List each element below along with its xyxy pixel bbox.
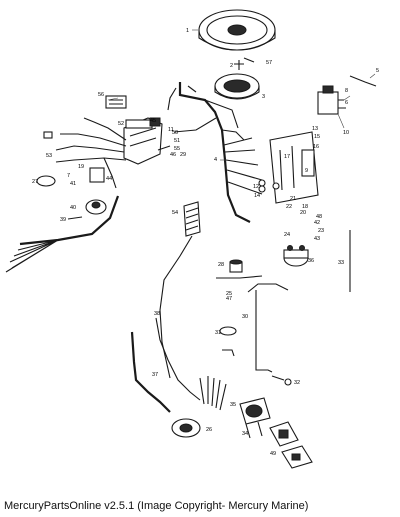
callout-21: 21 — [290, 196, 296, 202]
starter-cable — [247, 283, 289, 373]
callout-30: 30 — [242, 314, 248, 320]
switch-bezel — [269, 421, 299, 447]
ground-wire — [349, 75, 377, 87]
callout-31: 31 — [215, 330, 221, 336]
callout-34: 34 — [242, 431, 248, 437]
screw-57 — [243, 57, 255, 63]
image-caption: MercuryPartsOnline v2.5.1 (Image Copyrig… — [4, 500, 309, 512]
main-wiring-harness — [167, 82, 263, 223]
callout-22: 22 — [286, 204, 292, 210]
callout-13: 13 — [312, 126, 318, 132]
callout-17: 17 — [284, 154, 290, 160]
choke-solenoid — [171, 418, 201, 438]
callout-50: 50 — [172, 130, 178, 136]
starter-solenoid — [283, 245, 309, 267]
callout-8: 8 — [345, 88, 348, 94]
ignition-coil-pack — [123, 117, 163, 165]
callout-27: 27 — [32, 179, 38, 185]
ignition-switch — [239, 397, 271, 439]
callout-11: 11 — [168, 127, 174, 133]
flywheel — [198, 9, 276, 51]
callout-44: 44 — [106, 176, 112, 182]
callout-28: 28 — [218, 262, 224, 268]
wire-11 — [173, 117, 217, 133]
callout-40: 40 — [70, 205, 76, 211]
wire-fan — [199, 376, 227, 411]
callout-37: 37 — [152, 372, 158, 378]
clip-14 — [222, 349, 235, 357]
callout-41: 41 — [70, 181, 76, 187]
callout-3: 3 — [262, 94, 265, 100]
callout-14: 14 — [254, 193, 260, 199]
callout-24: 24 — [284, 232, 290, 238]
callout-12: 12 — [253, 184, 259, 190]
callout-7: 7 — [67, 173, 70, 179]
callout-leaders — [107, 29, 376, 161]
callout-45: 45 — [150, 118, 156, 124]
callout-23: 23 — [318, 228, 324, 234]
callout-19: 19 — [78, 164, 84, 170]
callout-32: 32 — [294, 380, 300, 386]
wiring-parts-diagram: 1 2 3 4 5 6 7 8 9 10 11 12 13 14 15 16 1… — [5, 9, 379, 469]
rectifier — [317, 85, 346, 115]
control-harness — [130, 331, 171, 413]
callout-35: 35 — [230, 402, 236, 408]
callout-33: 33 — [338, 260, 344, 266]
starter-button — [85, 199, 107, 215]
callout-43: 43 — [314, 236, 320, 242]
stator-screw — [234, 60, 244, 70]
clamp-31 — [219, 326, 237, 336]
callout-4: 4 — [214, 157, 217, 163]
plug-boot — [36, 175, 56, 187]
callout-52: 52 — [118, 121, 124, 127]
callout-54: 54 — [172, 210, 178, 216]
callout-9: 9 — [305, 168, 308, 174]
callout-15: 15 — [314, 134, 320, 140]
callout-42: 42 — [314, 220, 320, 226]
callout-48: 48 — [316, 214, 322, 220]
callout-38: 38 — [154, 311, 160, 317]
callout-29: 29 — [180, 152, 186, 158]
callout-53: 53 — [46, 153, 52, 159]
callout-25: 25 — [226, 291, 232, 297]
warning-decal — [105, 95, 127, 109]
callout-18: 18 — [302, 204, 308, 210]
callout-1: 1 — [186, 28, 189, 34]
callout-36: 36 — [308, 258, 314, 264]
callout-56: 56 — [98, 92, 104, 98]
spacer-28 — [229, 259, 243, 273]
stator — [214, 73, 260, 100]
switch-box-bracket — [269, 131, 319, 204]
terminal-connectors — [258, 179, 280, 193]
callout-numbers: 1 2 3 4 5 6 7 8 9 10 11 12 13 14 15 16 1… — [32, 28, 379, 457]
callout-55: 55 — [174, 146, 180, 152]
terminal-block — [159, 201, 201, 379]
callout-49: 49 — [270, 451, 276, 457]
callout-20: 20 — [300, 210, 306, 216]
terminal-32 — [271, 375, 292, 386]
callout-46: 46 — [170, 152, 176, 158]
tach-harness — [155, 317, 201, 401]
mounting-plate — [281, 445, 313, 469]
spark-plug-leads — [43, 117, 127, 189]
callout-10: 10 — [343, 130, 349, 136]
callout-5: 5 — [376, 68, 379, 74]
callout-39: 39 — [60, 217, 66, 223]
callout-16: 16 — [313, 144, 319, 150]
callout-51: 51 — [174, 138, 180, 144]
callout-57: 57 — [266, 60, 272, 66]
callout-6: 6 — [345, 100, 348, 106]
callout-47: 47 — [226, 296, 232, 302]
callout-26: 26 — [206, 427, 212, 433]
cable-29 — [216, 275, 263, 279]
callout-2: 2 — [230, 63, 233, 69]
lower-harness — [5, 195, 120, 273]
terminal-39 — [67, 216, 83, 220]
sensor-wire — [157, 145, 171, 151]
